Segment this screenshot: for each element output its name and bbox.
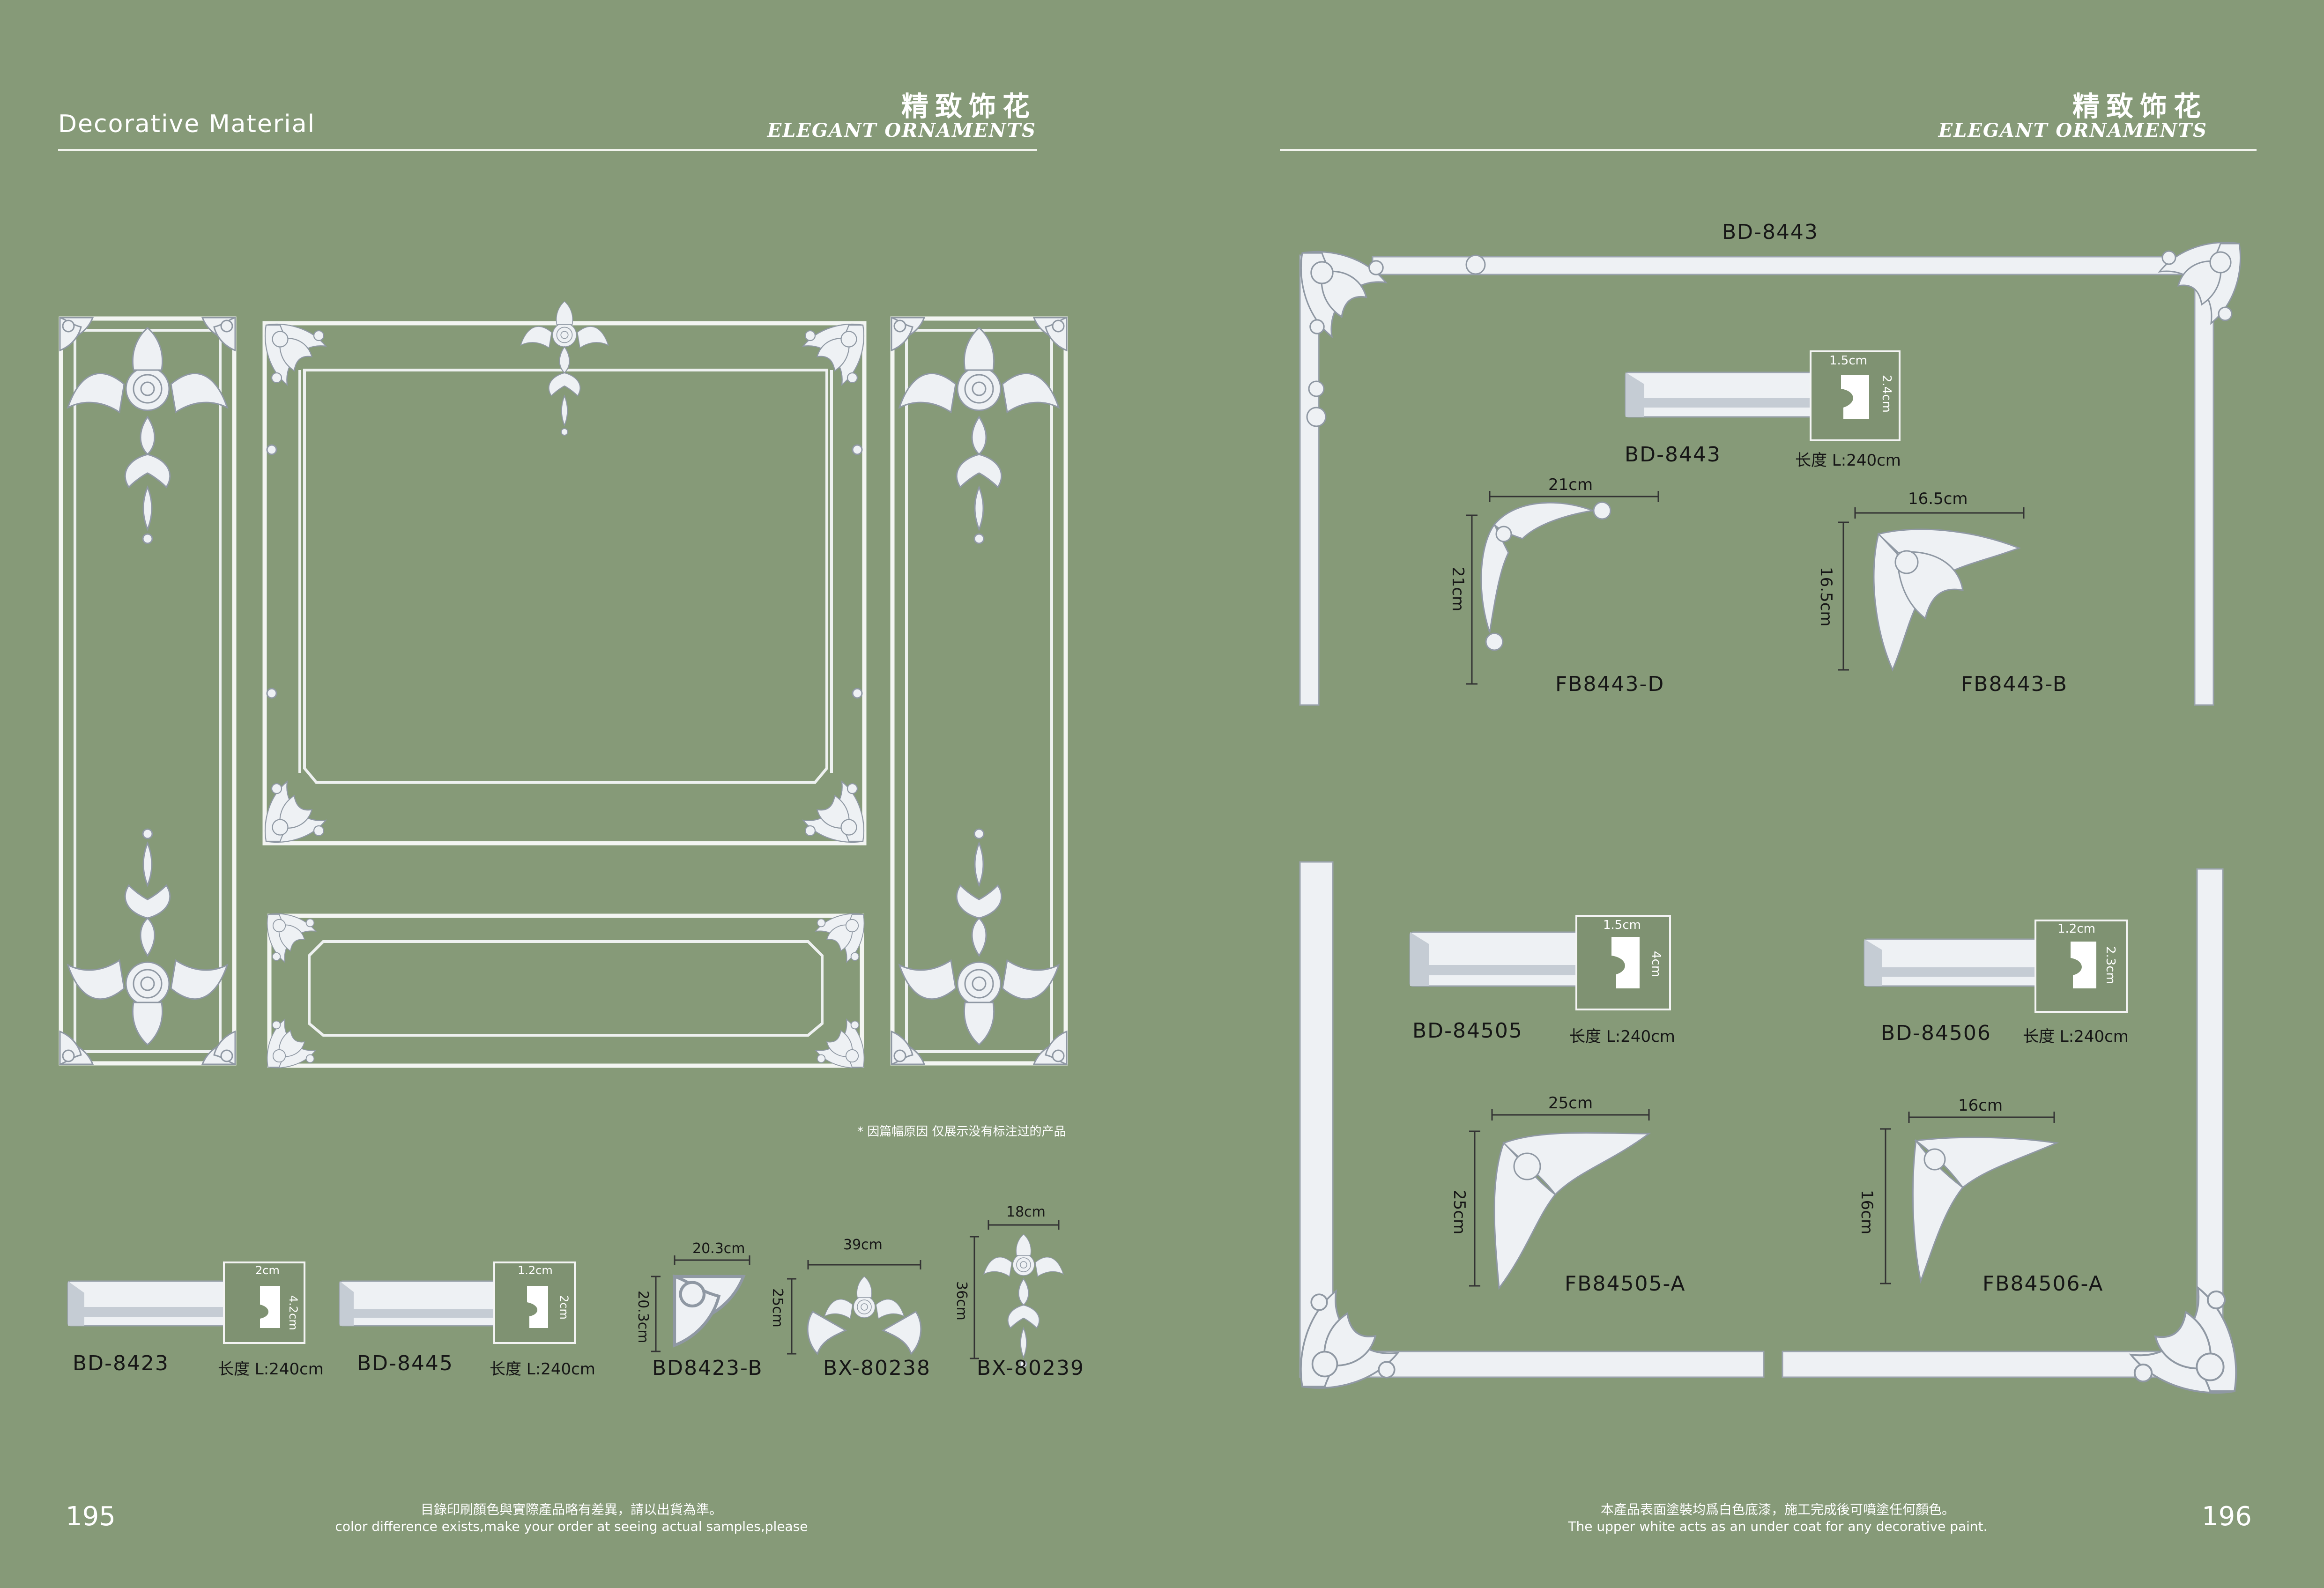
- dim-height: 2cm: [557, 1295, 571, 1320]
- product-length: 长度 L:240cm: [218, 1360, 324, 1379]
- dim-width: 39cm: [843, 1237, 883, 1253]
- product-code: BD-8423: [73, 1351, 169, 1375]
- dim-height: 25cm: [769, 1288, 786, 1328]
- product-code: BD-8443: [1625, 443, 1721, 467]
- dim-width: 21cm: [1548, 475, 1593, 494]
- dim-width: 1.2cm: [518, 1264, 553, 1277]
- product-length: 长度 L:240cm: [490, 1360, 595, 1379]
- dim-width: 1.2cm: [2057, 922, 2095, 936]
- header-en-right: ELEGANT ORNAMENTS: [1938, 119, 2207, 141]
- product-code: BX-80239: [977, 1356, 1084, 1380]
- product-length: 长度 L:240cm: [2023, 1027, 2129, 1046]
- page-number-left: 195: [66, 1501, 116, 1532]
- frame-label: BD-8443: [1722, 220, 1819, 244]
- dim-height: 25cm: [1450, 1190, 1469, 1235]
- footer-right: 本產品表面塗裝均爲白色底漆，施工完成後可噴塗任何顏色。 The upper wh…: [1487, 1501, 2068, 1535]
- product-code: BX-80238: [823, 1356, 931, 1380]
- dim-height: 16.5cm: [1817, 567, 1835, 627]
- product-code: BD-84506: [1881, 1021, 1991, 1045]
- footer-en-left: color difference exists,make your order …: [335, 1519, 808, 1534]
- footer-cn-right: 本產品表面塗裝均爲白色底漆，施工完成後可噴塗任何顏色。: [1600, 1502, 1955, 1517]
- product-code: BD8423-B: [652, 1356, 763, 1380]
- dim-width: 1.5cm: [1603, 918, 1641, 932]
- dim-height: 21cm: [1448, 567, 1467, 612]
- dim-width: 18cm: [1006, 1204, 1046, 1220]
- product-code: FB84505-A: [1565, 1272, 1686, 1296]
- dim-width: 25cm: [1548, 1094, 1593, 1113]
- product-length: 长度 L:240cm: [1569, 1027, 1675, 1046]
- dim-height: 4cm: [1649, 951, 1663, 978]
- product-code: FB84506-A: [1982, 1272, 2104, 1296]
- dim-height: 16cm: [1857, 1190, 1876, 1235]
- header-cn-right: 精致饰花: [2072, 90, 2207, 122]
- dim-width: 16.5cm: [1908, 490, 1968, 508]
- footer-cn-left: 目錄印刷顏色與實際產品略有差異，請以出貨為準。: [420, 1502, 722, 1517]
- page-number-right: 196: [2202, 1501, 2252, 1532]
- product-length: 长度 L:240cm: [1795, 451, 1901, 470]
- header-cn-left: 精致饰花: [901, 90, 1036, 122]
- dim-width: 1.5cm: [1829, 354, 1867, 368]
- product-code: FB8443-D: [1555, 672, 1665, 696]
- header-rule-right: [1280, 149, 2257, 151]
- dim-width: 16cm: [1958, 1096, 2003, 1115]
- product-code: BD-8445: [357, 1351, 453, 1375]
- dim-width: 2cm: [255, 1264, 280, 1277]
- footnote: * 因篇幅原因 仅展示没有标注过的产品: [857, 1125, 1066, 1139]
- dim-height: 2.4cm: [1879, 375, 1893, 413]
- header-en-left: ELEGANT ORNAMENTS: [767, 119, 1036, 141]
- dim-width: 20.3cm: [692, 1240, 745, 1257]
- dim-height: 2.3cm: [2103, 946, 2117, 984]
- footer-left: 目錄印刷顏色與實際產品略有差異，請以出貨為準。 color difference…: [290, 1501, 853, 1535]
- footer-en-right: The upper white acts as an under coat fo…: [1568, 1519, 1988, 1534]
- section-title: Decorative Material: [58, 110, 316, 138]
- dim-height: 4.2cm: [287, 1295, 300, 1330]
- dim-height: 36cm: [953, 1281, 970, 1321]
- product-code: FB8443-B: [1961, 672, 2068, 696]
- header-rule-left: [58, 149, 1037, 151]
- product-code: BD-84505: [1412, 1019, 1523, 1043]
- dim-height: 20.3cm: [635, 1291, 651, 1343]
